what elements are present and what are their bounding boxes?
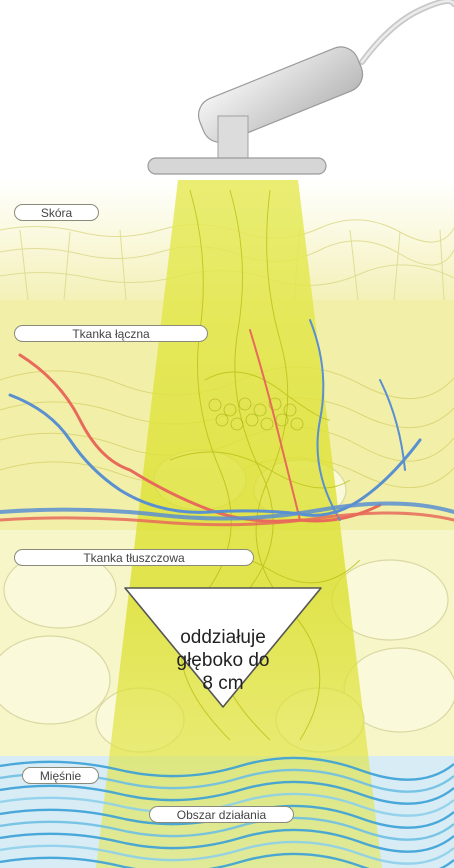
- callout-line-3: 8 cm: [140, 672, 306, 695]
- label-fat-tissue: Tkanka tłuszczowa: [14, 549, 254, 566]
- label-skin: Skóra: [14, 204, 99, 221]
- depth-callout-text: oddziałuje głęboko do 8 cm: [140, 626, 306, 695]
- label-area-of-effect: Obszar działania: [149, 806, 294, 823]
- probe-head: [148, 158, 326, 174]
- callout-line-1: oddziałuje: [140, 626, 306, 649]
- callout-line-2: głęboko do: [140, 649, 306, 672]
- label-muscles: Mięśnie: [22, 767, 99, 784]
- label-connective-tissue: Tkanka łączna: [14, 325, 208, 342]
- probe-neck: [218, 116, 248, 162]
